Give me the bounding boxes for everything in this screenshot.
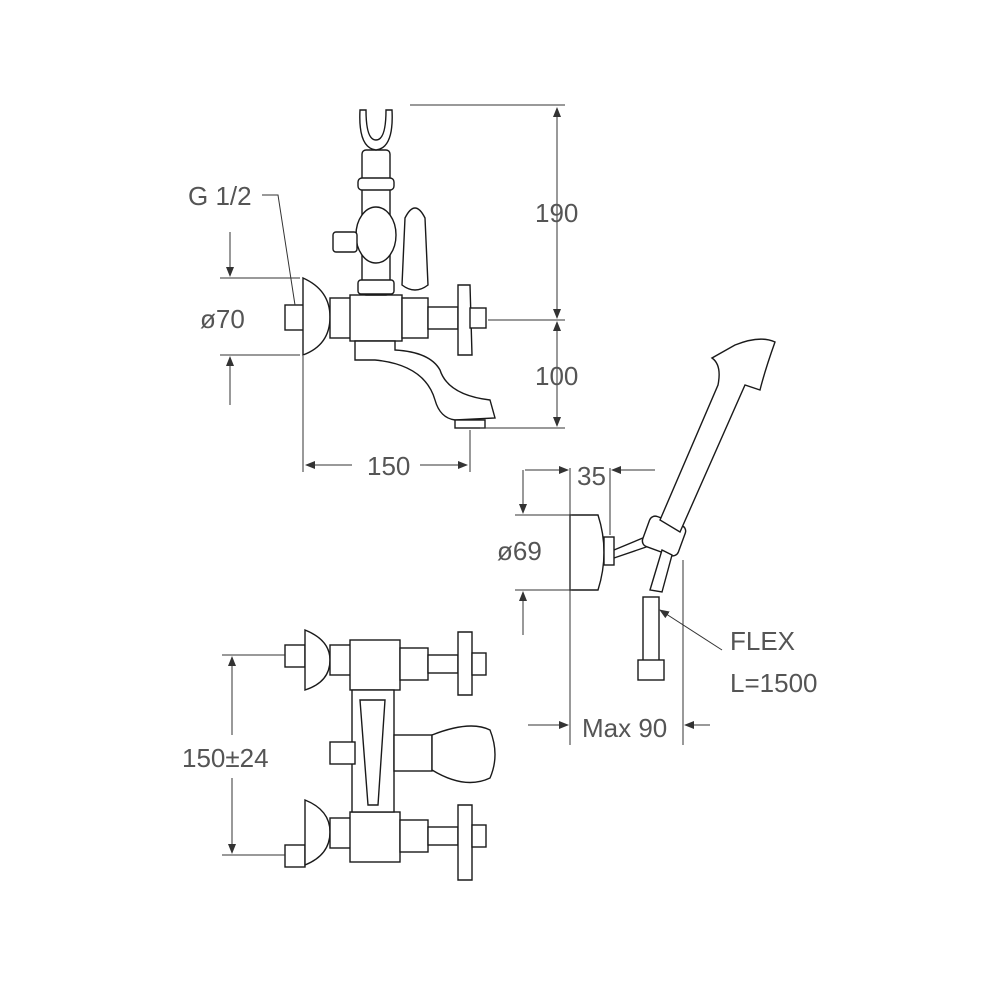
height-below-label: 100: [535, 361, 578, 391]
flex-hose: [642, 596, 660, 663]
column-bulb: [355, 206, 397, 264]
bracket-collar: [603, 536, 615, 566]
flange-diameter-label: ø70: [200, 304, 245, 334]
hose-name-label: FLEX: [730, 626, 795, 656]
mixer-body: [349, 294, 403, 342]
mixer-top-view: [284, 628, 496, 881]
dimensions-top: [220, 104, 565, 472]
mixer-side-view: [284, 109, 496, 429]
valve-stem: [427, 654, 459, 674]
bracket-arm: [613, 544, 653, 559]
threaded-inlet: [284, 304, 306, 331]
bracket-diameter-label: ø69: [497, 536, 542, 566]
lever-hub: [393, 734, 433, 772]
diverter-lever: [401, 207, 429, 291]
inlet-connector: [329, 817, 353, 849]
valve-housing: [349, 811, 401, 863]
projection-label: 150: [367, 451, 410, 481]
column-base: [357, 279, 395, 295]
handset-hook: [359, 109, 393, 151]
spout: [354, 340, 496, 421]
spout-aerator: [454, 419, 486, 429]
hose-nut: [637, 659, 665, 681]
column-knob: [332, 231, 358, 253]
max-projection-label: Max 90: [582, 713, 667, 743]
side-knob: [329, 741, 356, 765]
lever: [431, 725, 496, 784]
handset: [659, 338, 776, 534]
valve-body: [399, 647, 429, 681]
wall-flange: [304, 628, 331, 691]
hose-connector: [649, 549, 673, 593]
handle-cap: [469, 307, 487, 329]
cross-handle: [457, 804, 473, 881]
cross-handle: [457, 631, 473, 696]
handle-cap: [471, 652, 487, 676]
threaded-inlet: [284, 844, 306, 868]
threaded-inlet: [284, 644, 306, 668]
thread-leader-line: [262, 194, 296, 306]
valve-body: [401, 297, 429, 339]
dimensions-bottom: [222, 654, 285, 856]
height-above-label: 190: [535, 198, 578, 228]
hose-length-label: L=1500: [730, 668, 817, 698]
valve-housing: [349, 639, 401, 691]
handle-cap: [471, 824, 487, 848]
valve-stem: [427, 306, 459, 330]
wall-flange: [302, 276, 331, 357]
centres-label: 150±24: [182, 743, 269, 773]
inlet-connector: [329, 644, 353, 676]
wall-flange: [304, 798, 331, 867]
bracket-flange: [569, 514, 605, 591]
dimensions-shower: [515, 466, 723, 745]
hose-leader-line: [659, 609, 723, 651]
inlet-connector: [329, 297, 353, 339]
column-ring: [357, 177, 395, 191]
bracket-offset-label: 35: [577, 461, 606, 491]
hand-shower: [569, 338, 776, 681]
thread-label: G 1/2: [188, 181, 252, 211]
valve-stem: [427, 826, 459, 846]
valve-body: [399, 819, 429, 853]
cross-handle: [457, 284, 473, 356]
central-column: [359, 699, 386, 806]
